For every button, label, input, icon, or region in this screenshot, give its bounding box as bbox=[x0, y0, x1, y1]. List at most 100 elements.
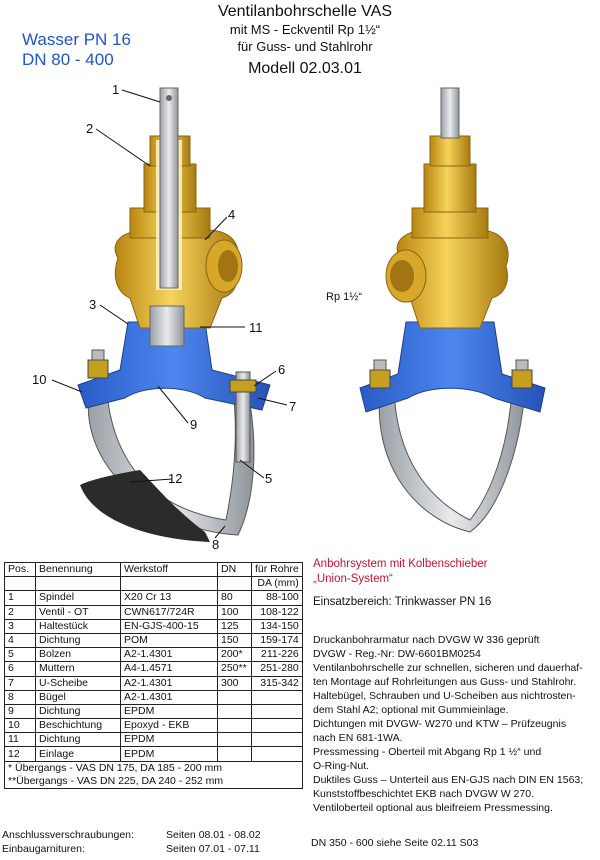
table-cell: A4-1.4571 bbox=[120, 661, 218, 677]
table-cell: 251-280 bbox=[251, 661, 303, 677]
table-cell: 5 bbox=[4, 647, 36, 663]
table-cell: 12 bbox=[4, 746, 36, 762]
table-cell: 4 bbox=[4, 632, 36, 649]
table-cell: 80 bbox=[217, 590, 252, 606]
table-cell: 134-150 bbox=[251, 618, 303, 634]
table-cell: 6 bbox=[4, 661, 36, 677]
table-cell: 100 bbox=[217, 604, 252, 620]
table-cell bbox=[217, 746, 252, 762]
table-cell: Ventil - OT bbox=[35, 604, 121, 620]
callout-11: 11 bbox=[249, 320, 263, 335]
parts-table: Pos. Benennung Werkstoff DN für Rohre DA… bbox=[4, 561, 303, 789]
table-cell: Beschichtung bbox=[35, 718, 121, 734]
table-cell: 9 bbox=[4, 703, 36, 720]
callout-1: 1 bbox=[112, 82, 120, 97]
footer-references: Anschlussverschraubungen: Seiten 08.01 -… bbox=[2, 828, 598, 856]
table-cell: Bügel bbox=[35, 689, 121, 705]
model-number: Modell 02.03.01 bbox=[248, 60, 362, 77]
table-cell bbox=[217, 689, 252, 705]
title-line-1: Ventilanbohrschelle VAS bbox=[217, 3, 393, 20]
table-cell: 250** bbox=[217, 661, 252, 677]
table-cell: 8 bbox=[4, 689, 36, 705]
table-footnote: **Übergangs - VAS DN 225, DA 240 - 252 m… bbox=[4, 774, 303, 789]
description-line: dem Stahl A2; optional mit Gummieinlage. bbox=[313, 704, 509, 716]
callout-3: 3 bbox=[89, 297, 97, 312]
callout-9: 9 bbox=[190, 417, 198, 432]
table-cell: 108-122 bbox=[251, 604, 303, 620]
table-cell: EN-GJS-400-15 bbox=[120, 618, 218, 634]
callout-5: 5 bbox=[265, 471, 273, 486]
table-cell: 1 bbox=[4, 590, 36, 606]
col-header-dn: DN bbox=[217, 561, 252, 578]
valve-section-view bbox=[77, 87, 271, 542]
table-cell: 2 bbox=[4, 604, 36, 620]
table-cell bbox=[217, 703, 252, 720]
document-title: Ventilanbohrschelle VAS mit MS - Eckvent… bbox=[150, 2, 460, 81]
table-footnote: * Übergangs - VAS DN 175, DA 185 - 200 m… bbox=[4, 761, 303, 775]
callout-12: 12 bbox=[168, 471, 183, 486]
valve-exterior-view bbox=[359, 87, 546, 533]
callout-8: 8 bbox=[212, 537, 220, 552]
system-name-line-2: „Union-System“ bbox=[313, 573, 393, 585]
table-subheader-row: DA (mm) bbox=[4, 576, 303, 592]
description-text: Druckanbohrarmatur nach DVGW W 336 geprü… bbox=[313, 633, 598, 815]
outlet-thread-label: Rp 1½“ bbox=[326, 291, 363, 303]
table-cell bbox=[251, 689, 303, 705]
description-line: Ventiloberteil optional aus bleifreiem P… bbox=[313, 802, 553, 814]
bolt-left bbox=[87, 359, 109, 379]
description-line: Ventilanbohrschelle zur schnellen, siche… bbox=[313, 662, 583, 674]
col-header-name: Benennung bbox=[35, 561, 121, 578]
table-cell: Spindel bbox=[35, 590, 121, 606]
callout-4: 4 bbox=[228, 207, 236, 222]
col-header-pos: Pos. bbox=[4, 561, 36, 578]
table-cell: Bolzen bbox=[35, 647, 121, 663]
table-cell: CWN617/724R bbox=[120, 604, 218, 620]
table-cell: EPDM bbox=[120, 703, 218, 720]
description-line: O-Ring-Nut. bbox=[313, 760, 370, 772]
footer-value: Seiten 07.01 - 07.11 bbox=[166, 843, 260, 855]
table-cell: 7 bbox=[4, 675, 36, 691]
table-cell bbox=[217, 718, 252, 734]
footer-value: Seiten 08.01 - 08.02 bbox=[166, 829, 261, 841]
table-cell: 159-174 bbox=[251, 632, 303, 649]
table-cell: Dichtung bbox=[35, 703, 121, 720]
saddle-body-right bbox=[359, 321, 546, 413]
application-area: Einsatzbereich: Trinkwasser PN 16 bbox=[313, 596, 492, 608]
table-cell: 10 bbox=[4, 718, 36, 734]
footer-label: Einbaugarnituren: bbox=[2, 843, 85, 855]
table-cell: 11 bbox=[4, 732, 36, 748]
table-cell: Epoxyd - EKB bbox=[120, 718, 218, 734]
footer-row: Einbaugarnituren: Seiten 07.01 - 07.11 bbox=[2, 842, 598, 856]
description-line: Kunststoffbeschichtet EKB nach DVGW W 27… bbox=[313, 788, 534, 800]
table-cell bbox=[251, 746, 303, 762]
size-range: DN 80 - 400 bbox=[22, 50, 114, 69]
table-cell: EPDM bbox=[120, 746, 218, 762]
table-cell: 315-342 bbox=[251, 675, 303, 691]
description-line: Dichtungen mit DVGW- W270 und KTW – Prüf… bbox=[313, 718, 567, 730]
table-footnote-row: * Übergangs - VAS DN 175, DA 185 - 200 m… bbox=[4, 761, 303, 775]
product-description: Anbohrsystem mit Kolbenschieber „Union-S… bbox=[313, 557, 598, 815]
description-line: Pressmessing - Oberteil mit Abgang Rp 1 … bbox=[313, 746, 542, 758]
spindle bbox=[159, 87, 179, 289]
table-cell bbox=[251, 732, 303, 748]
clamp-band-right bbox=[378, 387, 526, 533]
footer-large-sizes-note: DN 350 - 600 siehe Seite 02.11 S03 bbox=[311, 837, 479, 849]
description-line: nach EN 681-1WA. bbox=[313, 732, 403, 744]
description-line: Haltebügel, Schrauben und U-Scheiben aus… bbox=[313, 690, 576, 702]
table-cell: A2-1.4301 bbox=[120, 689, 218, 705]
description-line: DVGW - Reg.-Nr: DW-6601BM0254 bbox=[313, 648, 481, 660]
table-cell: Dichtung bbox=[35, 732, 121, 748]
title-line-2: mit MS - Eckventil Rp 1½“ bbox=[229, 22, 381, 37]
table-cell: EPDM bbox=[120, 732, 218, 748]
spec-label: Wasser PN 16 DN 80 - 400 bbox=[22, 30, 131, 70]
